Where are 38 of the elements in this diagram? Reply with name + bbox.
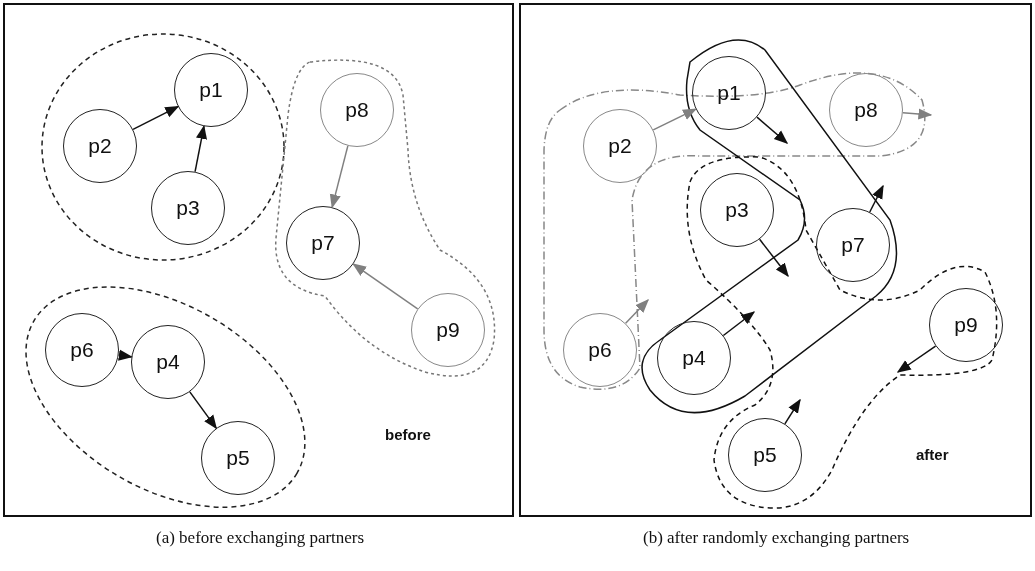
node-label: p4 [156,350,180,374]
node-label: p5 [753,443,777,467]
node-label: p9 [436,318,460,342]
node-label: p7 [311,231,335,255]
node-label: p5 [226,446,250,470]
arrow [869,184,884,213]
panel-label: before [385,426,431,443]
node-label: p1 [717,81,741,105]
node-label: p8 [854,98,878,122]
arrow [194,124,207,173]
node-label: p4 [682,346,706,370]
panel [3,3,514,517]
node-label: p9 [954,313,978,337]
node-label: p3 [725,198,749,222]
node-label: p2 [88,134,112,158]
node-label: p6 [588,338,612,362]
arrow [132,105,180,131]
arrow [117,349,133,361]
arrow [902,108,933,120]
arrow [329,145,349,209]
node-label: p7 [841,233,865,257]
panel [519,3,1032,517]
node-label: p2 [608,134,632,158]
arrow [652,108,697,131]
caption: (b) after randomly exchanging partners [643,528,910,548]
arrow [722,311,756,337]
node-label: p3 [176,196,200,220]
node-label: p1 [199,78,223,102]
node-label: p6 [70,338,94,362]
panel-label: after [916,446,949,463]
arrow [784,398,801,425]
arrow [352,263,419,310]
node-label: p8 [345,98,369,122]
arrow [896,345,937,373]
arrow [189,391,218,430]
arrow [756,116,789,144]
caption: (a) before exchanging partners [156,528,365,548]
arrow [624,299,649,325]
